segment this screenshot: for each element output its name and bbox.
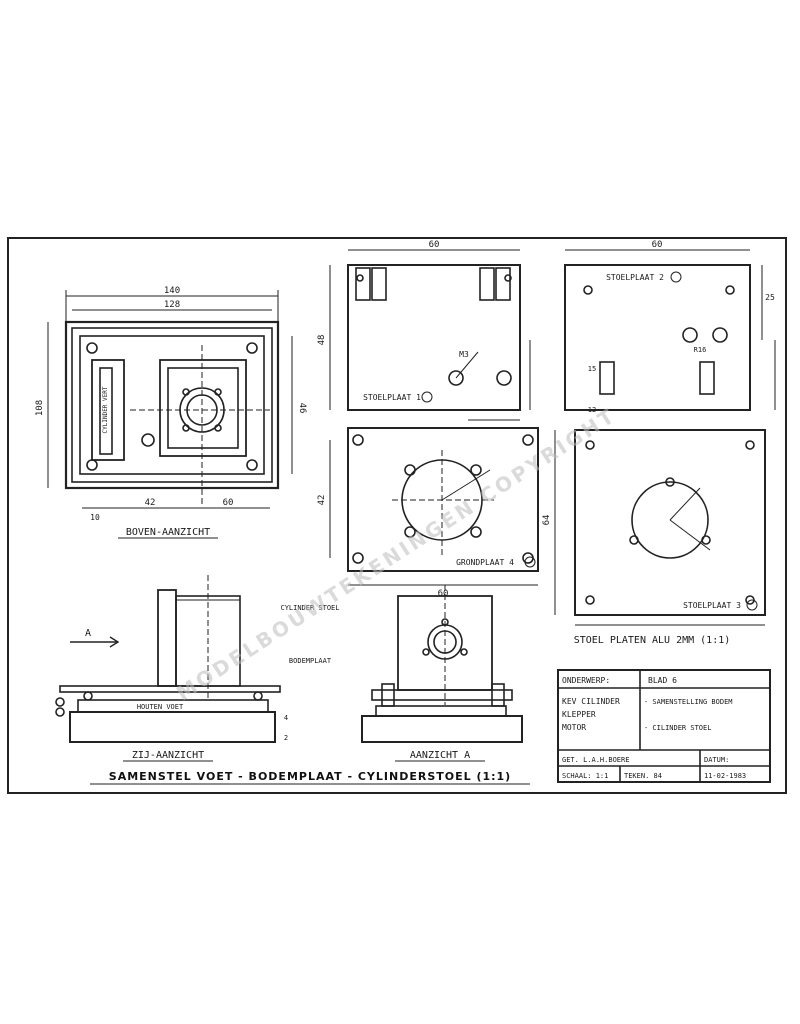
side-view-caption: ZIJ-AANZICHT xyxy=(132,750,204,761)
dim-10: 10 xyxy=(90,513,100,522)
arrow-a-label: A xyxy=(85,628,91,639)
bodemplaat-label: BODEMPLAAT xyxy=(289,657,332,665)
subject-line-2: KLEPPER xyxy=(562,710,596,719)
dim-4-side: 4 xyxy=(284,714,288,722)
datum-label: DATUM: xyxy=(704,756,729,764)
dim-12-s2: 12 xyxy=(588,406,596,414)
dim-60-s1: 60 xyxy=(429,240,440,250)
getekend-label: GET. L.A.H.BOERE xyxy=(562,756,629,764)
view-a-caption: AANZICHT A xyxy=(410,750,470,761)
stoelplaat-1-view xyxy=(329,249,531,421)
part-number-2 xyxy=(670,271,682,283)
description-line-2: - CILINDER STOEL xyxy=(644,724,711,732)
grondplaat-4-label: GRONDPLAAT 4 xyxy=(456,558,514,567)
part-number-4 xyxy=(524,556,536,568)
dim-60-top: 60 xyxy=(223,498,234,508)
dim-15-s2: 15 xyxy=(588,365,596,373)
title-block xyxy=(557,669,771,783)
cylinder-vert-label: CYLINDER VERT xyxy=(102,386,109,433)
dim-108: 108 xyxy=(35,400,45,416)
dim-m3-s1: M3 xyxy=(459,350,469,359)
top-view-caption: BOVEN-AANZICHT xyxy=(126,527,210,538)
subject-line-1: KEV CILINDER xyxy=(562,697,620,706)
dim-25-s2: 25 xyxy=(765,293,775,302)
cylinder-stoel-label: CYLINDER STOEL xyxy=(280,604,339,612)
dim-42: 42 xyxy=(145,498,156,508)
main-title: SAMENSTEL VOET - BODEMPLAAT - CYLINDERST… xyxy=(109,770,511,783)
onderwerp-label: ONDERWERP: xyxy=(562,676,610,685)
tekening-label: TEKEN. 84 xyxy=(624,772,662,780)
datum-value: 11-02-1983 xyxy=(704,772,746,780)
houten-voet-label: HOUTEN VOET xyxy=(137,703,184,711)
stoelplaat-2-view xyxy=(564,249,776,411)
stoelplaat-3-label: STOELPLAAT 3 xyxy=(683,601,741,610)
dim-2-side: 2 xyxy=(284,734,288,742)
grondplaat-4-view xyxy=(329,427,539,586)
part-number-1 xyxy=(421,391,433,403)
stoelplaat-3-view xyxy=(554,429,766,626)
stands-caption: STOEL PLATEN ALU 2MM (1:1) xyxy=(574,635,731,646)
dim-128: 128 xyxy=(164,300,180,310)
view-a xyxy=(361,585,523,743)
part-number-3 xyxy=(746,599,758,611)
dim-42-g4: 42 xyxy=(317,495,327,506)
dim-140: 140 xyxy=(164,286,180,296)
schaal-label: SCHAAL: 1:1 xyxy=(562,772,608,780)
dim-60-s2: 60 xyxy=(652,240,663,250)
dim-48-s1: 48 xyxy=(317,335,327,346)
blad-label: BLAD 6 xyxy=(648,676,677,685)
stoelplaat-1-label: STOELPLAAT 1 xyxy=(363,393,421,402)
subject-line-3: MOTOR xyxy=(562,723,586,732)
dim-r16-s2: R16 xyxy=(694,346,707,354)
dim-60-g4: 60 xyxy=(438,589,449,599)
description-line-1: - SAMENSTELLING BODEM xyxy=(644,698,733,706)
dim-64-s3: 64 xyxy=(542,515,552,526)
stoelplaat-2-label: STOELPLAAT 2 xyxy=(606,273,664,282)
side-view xyxy=(55,575,281,743)
dim-46: 46 xyxy=(297,403,307,414)
top-view xyxy=(47,290,293,509)
